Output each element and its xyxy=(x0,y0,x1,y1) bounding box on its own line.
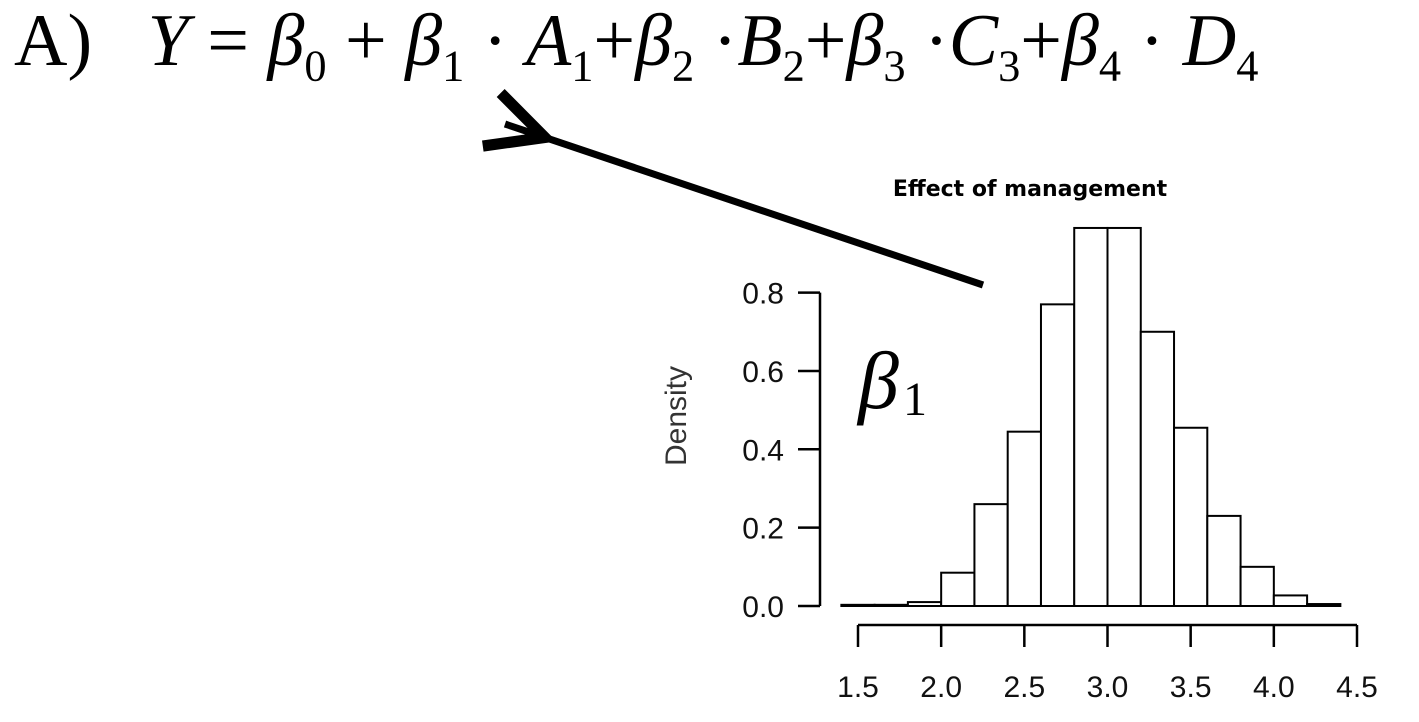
beta1-symbol: β xyxy=(856,335,899,426)
y-tick-label: 0.6 xyxy=(742,356,784,389)
y-tick-label: 0.8 xyxy=(742,278,784,311)
chart-title: Effect of management xyxy=(893,177,1168,202)
plus-sign: + xyxy=(804,0,847,82)
plus-sign: + xyxy=(593,0,636,82)
histogram-bar xyxy=(1239,565,1275,608)
x-axis: 1.5 2.0 2.5 3.0 3.5 4.0 4.5 xyxy=(837,623,1378,704)
x-tick-label: 3.0 xyxy=(1087,671,1129,704)
histogram-bar xyxy=(1073,226,1109,607)
term-beta0-sub: 0 xyxy=(304,40,327,91)
arrow-to-beta1 xyxy=(505,124,985,289)
histogram-bar xyxy=(940,571,976,608)
dot-operator: · xyxy=(482,0,508,82)
term-beta2-coef: β xyxy=(635,0,672,82)
term-a-var: A xyxy=(526,0,572,82)
dot-operator: · xyxy=(712,0,738,82)
y-axis: 0.0 0.2 0.4 0.6 0.8 xyxy=(742,278,822,624)
beta1-annotation: β 1 xyxy=(856,335,927,426)
term-beta1-coef: β xyxy=(405,0,443,82)
term-b-sub: 2 xyxy=(782,40,805,91)
dot-operator: · xyxy=(924,0,949,82)
histogram-bar xyxy=(1006,430,1042,607)
histogram-bar xyxy=(1272,594,1309,607)
histogram-bars xyxy=(840,226,1342,608)
x-tick-label: 3.5 xyxy=(1170,671,1212,704)
y-tick-label: 0.2 xyxy=(742,513,784,546)
dot-operator: · xyxy=(1139,0,1165,82)
histogram-bar xyxy=(973,503,1009,607)
term-beta2-sub: 2 xyxy=(672,40,695,91)
term-beta4-coef: β xyxy=(1062,0,1099,82)
equation-label: A) xyxy=(14,0,93,82)
plus-sign: + xyxy=(1020,0,1063,82)
term-b-var: B xyxy=(737,0,783,82)
histogram-bar xyxy=(1039,303,1076,607)
term-a-sub: 1 xyxy=(571,40,594,91)
x-tick-label: 1.5 xyxy=(837,671,879,704)
x-tick-label: 4.0 xyxy=(1253,671,1295,704)
term-beta0-coef: β xyxy=(267,0,305,82)
term-c-sub: 3 xyxy=(998,40,1021,91)
equation-body: Y = β0 + β1 · A1+β2 ·B2+β3 ·C3+β4 · D4 xyxy=(147,0,1259,88)
histogram-bar xyxy=(840,603,876,608)
term-d-sub: 4 xyxy=(1236,40,1259,91)
model-equation: A) Y = β0 + β1 · A1+β2 ·B2+β3 ·C3+β4 · D… xyxy=(14,4,1258,88)
equation-equals: = xyxy=(207,0,249,82)
term-beta3-coef: β xyxy=(846,0,884,82)
plus-sign: + xyxy=(345,0,387,82)
histogram-bar xyxy=(1139,330,1176,607)
histogram-bar xyxy=(1173,426,1209,607)
histogram-bar xyxy=(873,603,909,608)
histogram-bar xyxy=(906,601,943,607)
histogram-bar xyxy=(1106,226,1142,607)
histogram-bar xyxy=(1306,603,1342,608)
equation-lhs: Y xyxy=(147,0,189,82)
beta1-subscript: 1 xyxy=(903,373,927,426)
histogram-bar xyxy=(1206,514,1242,608)
term-c-var: C xyxy=(948,0,999,82)
term-beta3-sub: 3 xyxy=(883,40,906,91)
term-beta1-sub: 1 xyxy=(442,40,465,91)
y-tick-label: 0.0 xyxy=(742,591,784,624)
term-d-var: D xyxy=(1182,0,1237,82)
x-tick-label: 2.0 xyxy=(920,671,962,704)
x-tick-label: 2.5 xyxy=(1003,671,1045,704)
term-beta4-sub: 4 xyxy=(1098,40,1122,91)
y-axis-title: Density xyxy=(660,366,693,466)
x-tick-label: 4.5 xyxy=(1336,671,1378,704)
y-tick-label: 0.4 xyxy=(742,434,784,467)
